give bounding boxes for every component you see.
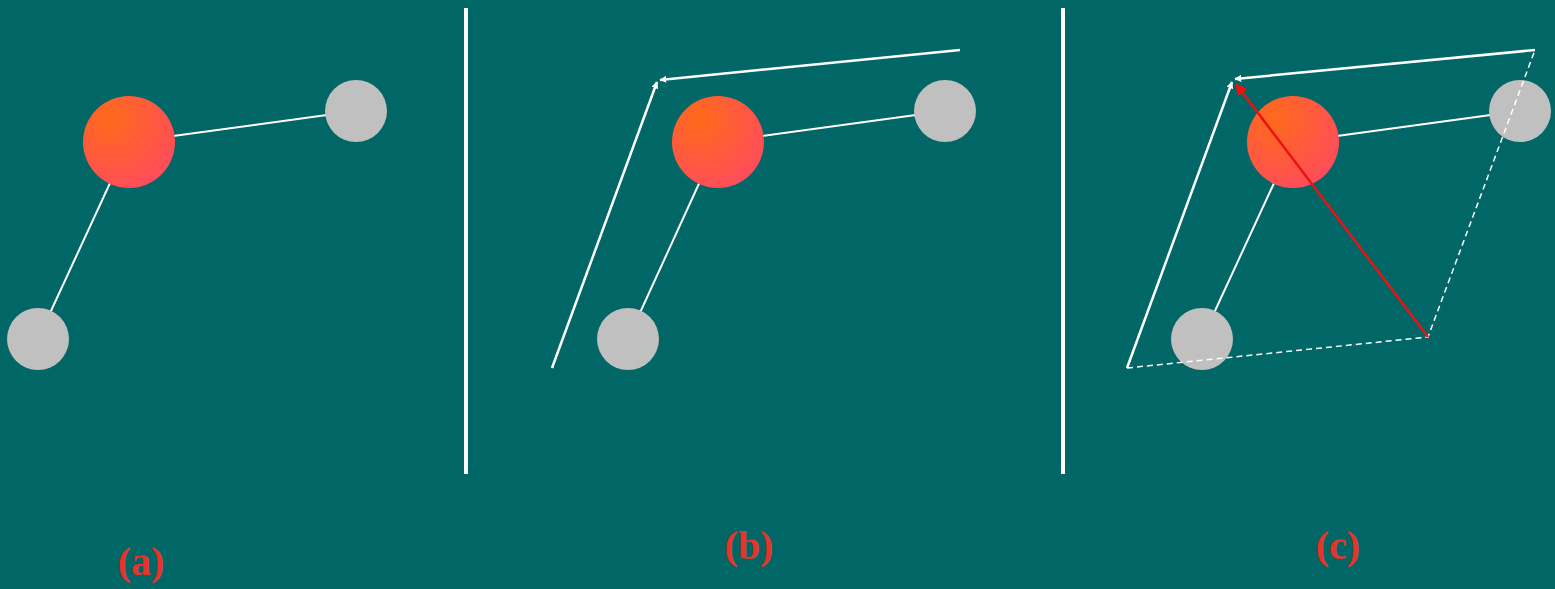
molecule-c	[1127, 50, 1551, 370]
parallelogram-dashed	[1127, 50, 1535, 368]
divider	[1061, 8, 1065, 474]
molecule-b	[552, 50, 976, 370]
bond-dipole-arrow	[552, 82, 657, 368]
bond-dipole-arrow	[1235, 50, 1535, 79]
divider	[464, 8, 468, 474]
panel-label: (a)	[118, 542, 165, 582]
resultant-dipole-arrow	[1236, 84, 1428, 337]
bond-dipole-arrow	[1127, 82, 1232, 368]
panel-label: (c)	[1316, 526, 1360, 566]
bond-dipole-arrow	[660, 50, 960, 80]
panel-label: (b)	[725, 526, 774, 566]
molecule-a	[7, 80, 387, 370]
